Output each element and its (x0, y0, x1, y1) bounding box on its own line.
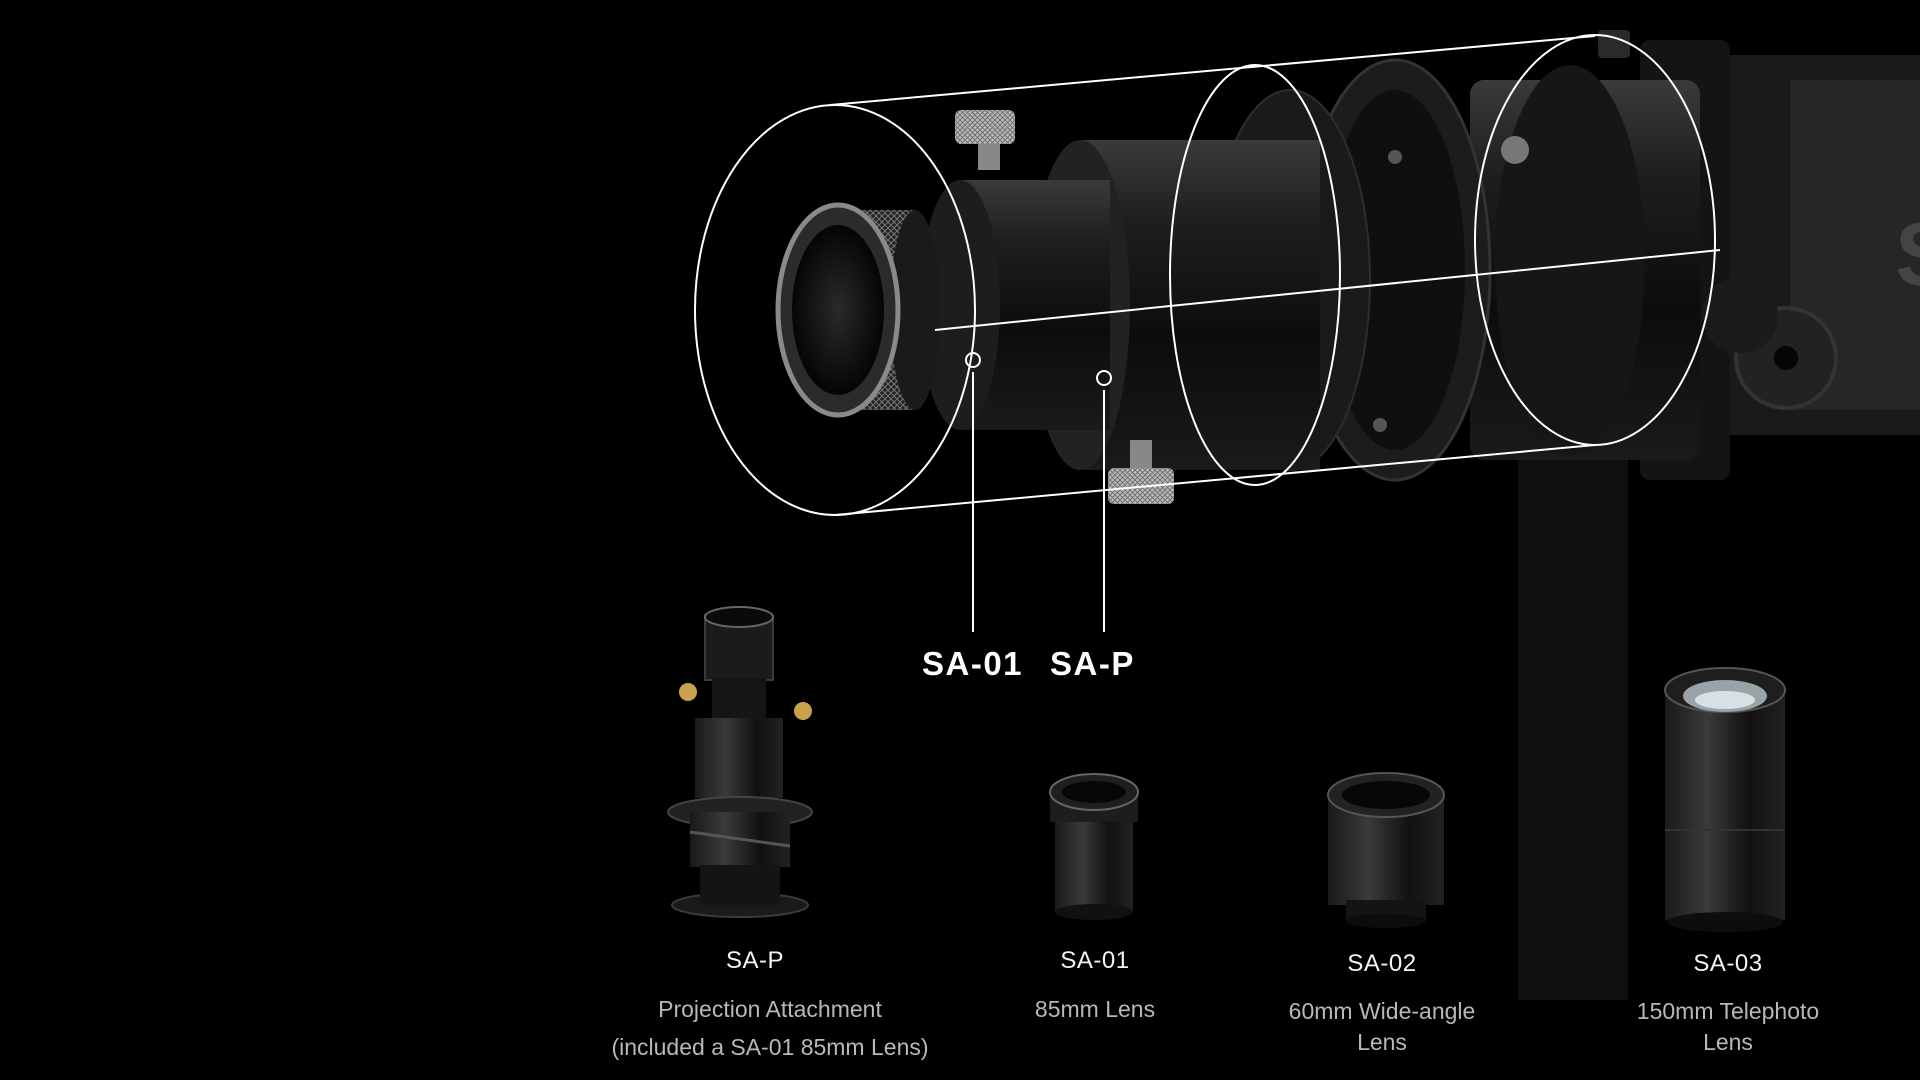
product-sa-01-desc-line1: 85mm Lens (1034, 996, 1156, 1022)
lens-assembly (775, 30, 1700, 504)
product-sa-02-desc: 60mm Wide-angle Lens (1247, 996, 1517, 1058)
product-sa-03-image (1664, 667, 1786, 932)
stand-post (1518, 400, 1628, 1000)
product-sa-p-desc-line1: Projection Attachment (658, 996, 882, 1022)
product-sa-03-desc-line1: 150mm Telephoto (1636, 998, 1820, 1024)
product-sa-02-name: SA-02 (1347, 950, 1417, 977)
product-sa-02-image (1327, 772, 1445, 928)
product-sa-01-image (1049, 773, 1139, 920)
product-sa-03-name: SA-03 (1693, 950, 1763, 977)
front-bore (792, 225, 884, 395)
product-sa-p-desc-line2: (included a SA-01 85mm Lens) (611, 1034, 929, 1060)
product-sa-03-desc-line2: Lens (1703, 1029, 1753, 1055)
product-sa-02-desc-line1: 60mm Wide-angle (1288, 998, 1476, 1024)
callout-sa-01: SA-01 (922, 645, 1024, 682)
product-sa-03-desc: 150mm Telephoto Lens (1593, 996, 1863, 1058)
svg-text:S: S (1895, 205, 1920, 305)
callout-leaders (965, 352, 1112, 632)
product-sa-p-desc: Projection Attachment (included a SA-01 … (560, 994, 980, 1063)
outline-cylinder (694, 34, 1721, 516)
product-sa-p-name: SA-P (725, 947, 784, 974)
product-sa-01-desc: 85mm Lens (980, 994, 1210, 1025)
product-sa-p-image (667, 606, 813, 918)
product-sa-02-desc-line2: Lens (1357, 1029, 1407, 1055)
callout-sa-p: SA-P (1050, 645, 1135, 682)
product-sa-01-name: SA-01 (1060, 947, 1130, 974)
top-thumbscrew (955, 110, 1015, 144)
